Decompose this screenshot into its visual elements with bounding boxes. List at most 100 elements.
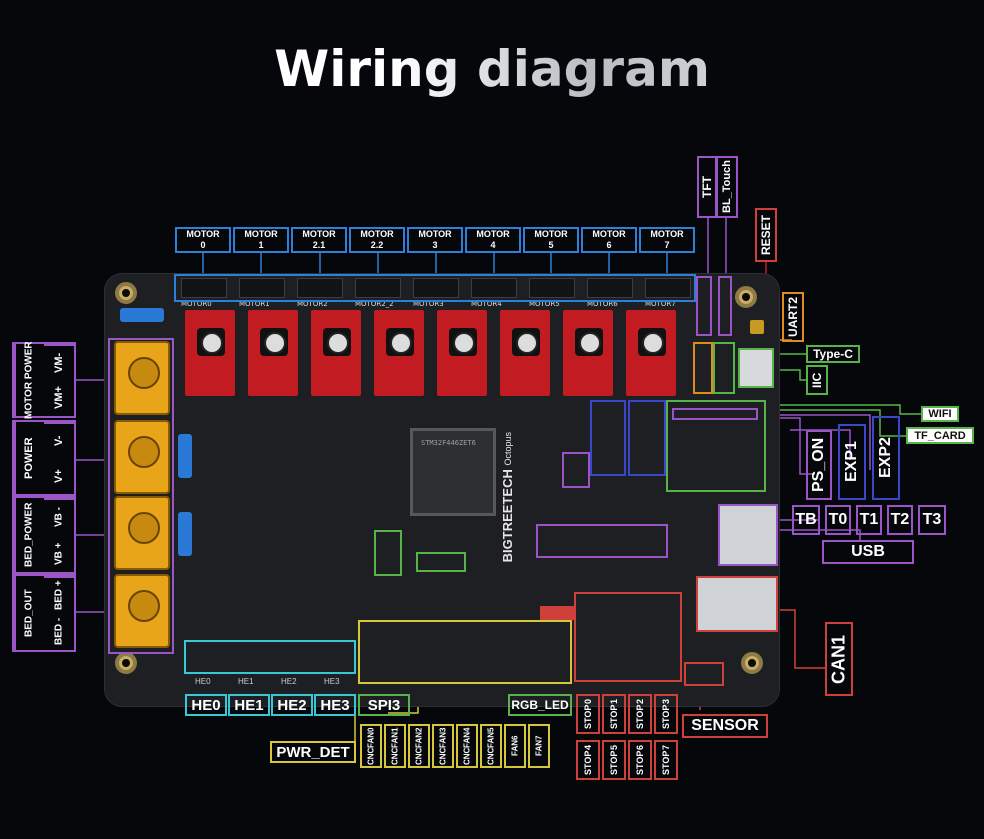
power-text: POWER — [14, 422, 42, 494]
rgb-led-label: RGB_LED — [508, 694, 572, 716]
fuse — [120, 308, 164, 322]
reset-button — [750, 320, 764, 334]
v-minus-label: V- — [44, 422, 74, 458]
exp2-label: EXP2 — [872, 416, 900, 500]
stepper-driver — [311, 310, 361, 396]
stepper-driver — [185, 310, 235, 396]
fuse — [178, 434, 192, 478]
tft-header — [696, 276, 712, 336]
mounting-hole — [741, 652, 763, 674]
motor-connector — [297, 278, 343, 298]
motor-connector — [413, 278, 459, 298]
heater-3-label: HE3 — [314, 694, 356, 716]
motor-connector — [645, 278, 691, 298]
stepper-driver — [248, 310, 298, 396]
motor-silkscreen: MOTOR2 — [297, 300, 328, 308]
vb-plus-label: VB + — [53, 542, 65, 565]
heater-terminals — [184, 640, 356, 674]
t2-label: T2 — [887, 505, 913, 535]
v-plus-label: V+ — [53, 469, 65, 483]
stepper-driver — [626, 310, 676, 396]
usb-port — [718, 504, 778, 566]
pwr-det-header — [374, 530, 402, 576]
motor-silkscreen: MOTOR0 — [181, 300, 212, 308]
fan-headers — [358, 620, 572, 684]
bed-plus-label: BED + — [44, 576, 74, 613]
heater-0-label: HE0 — [185, 694, 227, 716]
motor-connector — [471, 278, 517, 298]
vm-plus-label: VM+ — [53, 386, 65, 410]
wifi-label: WIFI — [921, 406, 959, 422]
heater-silkscreen: HE3 — [324, 677, 340, 686]
motor-silkscreen: MOTOR3 — [413, 300, 444, 308]
exp2-header — [628, 400, 666, 476]
reset-label: RESET — [755, 208, 777, 262]
motor-silkscreen: MOTOR4 — [471, 300, 502, 308]
bltouch-header — [718, 276, 732, 336]
brand-silkscreen: BIGTREETECH Octopus — [500, 432, 515, 563]
power-terminal-outline — [108, 338, 174, 654]
motor-silkscreen: MOTOR6 — [587, 300, 618, 308]
stepper-driver — [563, 310, 613, 396]
can1-port — [696, 576, 778, 632]
t3-label: T3 — [918, 505, 946, 535]
tf-card-label: TF_CARD — [906, 427, 974, 444]
motor-silkscreen: MOTOR1 — [239, 300, 270, 308]
motor-connector — [529, 278, 575, 298]
ps-on-header — [562, 452, 590, 488]
motor-connector — [181, 278, 227, 298]
fuse — [178, 512, 192, 556]
motor-silkscreen: MOTOR5 — [529, 300, 560, 308]
motor-power-label — [12, 342, 76, 418]
fan-7-label: FAN7 — [528, 724, 550, 768]
t1-label: T1 — [856, 505, 882, 535]
bed-minus-label: BED - — [53, 617, 65, 646]
mounting-hole — [115, 282, 137, 304]
stepper-driver — [374, 310, 424, 396]
wifi-header — [672, 408, 758, 420]
terminal-block — [114, 420, 170, 494]
iic-label: IIC — [806, 365, 828, 395]
exp1-label: EXP1 — [838, 424, 866, 500]
type-c-label: Type-C — [806, 345, 860, 363]
terminal-block — [114, 341, 170, 415]
rgb-led-header — [540, 606, 574, 620]
vm-minus-label: VM- — [44, 344, 74, 380]
bed-power-label — [12, 496, 76, 574]
endstop-headers — [574, 592, 682, 682]
heater-1-label: HE1 — [228, 694, 270, 716]
motor-connector — [355, 278, 401, 298]
power-label — [12, 420, 76, 496]
bed-power-text: BED_POWER — [14, 498, 42, 572]
tf-card-slot — [666, 400, 766, 492]
can1-label: CAN1 — [825, 622, 853, 696]
stepper-driver — [437, 310, 487, 396]
uart2-label: UART2 — [782, 292, 804, 342]
heater-silkscreen: HE0 — [195, 677, 211, 686]
motor-silkscreen: MOTOR7 — [645, 300, 676, 308]
bed-out-text: BED_OUT — [14, 576, 42, 650]
ps-on-label: PS_ON — [806, 430, 832, 500]
motor-connector — [239, 278, 285, 298]
heater-silkscreen: HE1 — [238, 677, 254, 686]
spi3-header — [416, 552, 466, 572]
tb-label: TB — [792, 505, 820, 535]
